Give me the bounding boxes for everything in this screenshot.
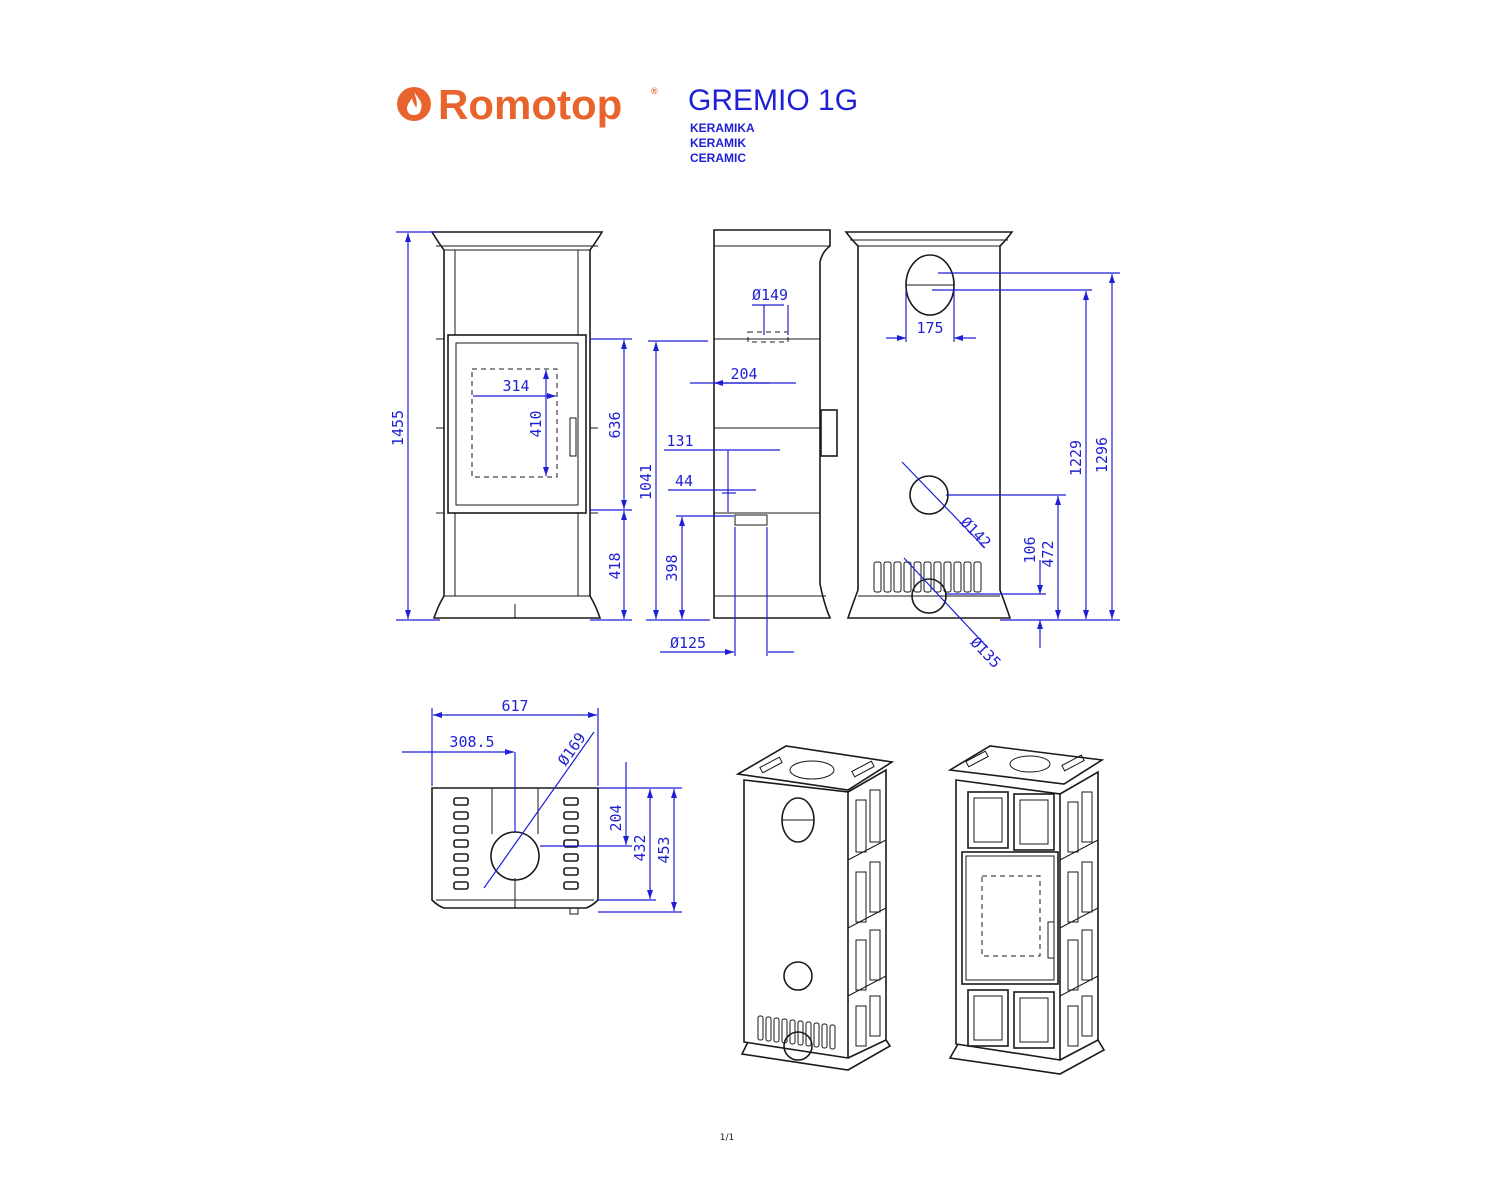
dim-air-inlet-offset: 131 xyxy=(666,432,693,450)
vent-slots-rear xyxy=(873,561,982,593)
isometric-rear-view xyxy=(735,745,895,1071)
model-title: GREMIO 1G xyxy=(688,84,858,117)
dim-overall-height: 1455 xyxy=(389,410,407,446)
vent-slots-iso-rear xyxy=(757,1015,836,1050)
dim-outlet-offset: 204 xyxy=(730,365,757,383)
top-view xyxy=(431,787,599,915)
vent-slots-top-left xyxy=(453,797,469,890)
dim-rear-offset-small: 106 xyxy=(1021,536,1039,563)
dim-top-depth-a: 204 xyxy=(607,804,625,831)
dim-top-center: 308.5 xyxy=(449,733,494,751)
material-line-2: KERAMIK xyxy=(690,136,746,150)
flame-icon xyxy=(397,87,431,121)
dim-bottom-outlet: Ø135 xyxy=(967,633,1005,671)
dim-inner-width: 314 xyxy=(502,377,529,395)
brand-logo: Romotop ® xyxy=(397,81,658,128)
dim-base-height: 418 xyxy=(606,552,624,579)
rear-dimensions: 175 1229 1296 Ø142 472 106 Ø135 xyxy=(886,272,1120,672)
brand-name: Romotop xyxy=(438,81,622,128)
dim-total-height: 1041 xyxy=(637,464,655,500)
dim-rear-height-c: 472 xyxy=(1039,540,1057,567)
dim-top-width: 617 xyxy=(501,697,528,715)
dim-bottom-pipe: Ø125 xyxy=(670,634,706,652)
dim-rear-outlet: Ø142 xyxy=(957,513,995,551)
front-view xyxy=(430,231,604,619)
side-dimensions: Ø149 204 131 44 1041 398 Ø125 xyxy=(637,286,796,656)
dim-top-diameter: Ø169 xyxy=(554,729,589,769)
page-number: 1/1 xyxy=(720,1133,734,1143)
dim-air-inlet-small: 44 xyxy=(675,472,693,490)
material-line-1: KERAMIKA xyxy=(690,121,755,135)
dim-inner-height: 410 xyxy=(527,410,545,437)
dim-window-height: 636 xyxy=(606,411,624,438)
vent-slots-top-right xyxy=(563,797,579,890)
isometric-front-view xyxy=(947,745,1106,1075)
top-dimensions: 617 308.5 Ø169 204 432 453 xyxy=(402,697,682,913)
dim-top-outlet: Ø149 xyxy=(752,286,788,304)
front-dimensions: 1455 636 418 314 410 xyxy=(389,231,632,621)
material-line-3: CERAMIC xyxy=(690,151,746,165)
dim-inlet-height: 398 xyxy=(663,554,681,581)
dim-rear-outlet-offset: 175 xyxy=(916,319,943,337)
registered-mark: ® xyxy=(651,86,658,96)
dim-top-depth-c: 453 xyxy=(655,836,673,863)
side-view xyxy=(713,229,838,619)
dim-rear-height-a: 1229 xyxy=(1067,440,1085,476)
dim-top-depth-b: 432 xyxy=(631,834,649,861)
dim-rear-height-b: 1296 xyxy=(1093,437,1111,473)
